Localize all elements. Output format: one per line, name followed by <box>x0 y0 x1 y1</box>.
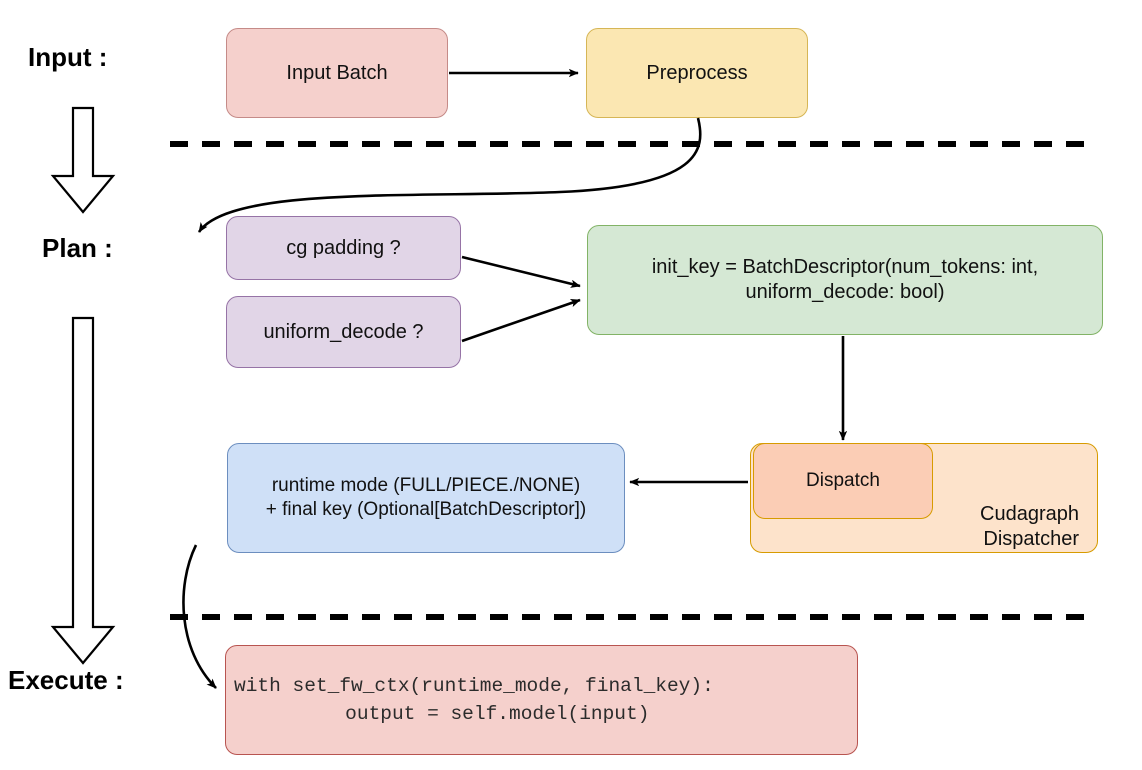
node-uniform-decode[interactable]: uniform_decode ? <box>226 296 461 368</box>
node-runtime-mode[interactable]: runtime mode (FULL/PIECE./NONE) + final … <box>227 443 625 553</box>
node-init-key-line2: uniform_decode: bool) <box>745 281 945 303</box>
node-init-key[interactable]: init_key = BatchDescriptor(num_tokens: i… <box>587 225 1103 335</box>
execute-code-text: with set_fw_ctx(runtime_mode, final_key)… <box>226 672 714 729</box>
node-cg-padding[interactable]: cg padding ? <box>226 216 461 280</box>
node-cudagraph-dispatcher-line1: Cudagraph <box>980 503 1079 525</box>
node-cudagraph-dispatcher-line2: Dispatcher <box>983 528 1079 550</box>
arrow-uniform-decode-to-init-key <box>461 298 581 343</box>
block-arrow-input-to-plan <box>50 106 116 214</box>
node-execute-code[interactable]: with set_fw_ctx(runtime_mode, final_key)… <box>225 645 858 755</box>
stage-label-plan: Plan : <box>42 233 113 263</box>
node-cg-padding-label: cg padding ? <box>286 236 401 259</box>
node-dispatch[interactable]: Dispatch <box>753 443 933 519</box>
stage-label-execute: Execute : <box>8 665 124 695</box>
node-input-batch[interactable]: Input Batch <box>226 28 448 118</box>
node-preprocess[interactable]: Preprocess <box>586 28 808 118</box>
stage-label-input: Input : <box>28 42 108 72</box>
node-runtime-mode-line2: + final key (Optional[BatchDescriptor]) <box>265 499 587 520</box>
node-preprocess-label: Preprocess <box>646 61 748 84</box>
arrow-preprocess-to-cg-padding <box>197 117 702 233</box>
node-dispatch-label: Dispatch <box>806 470 880 492</box>
node-runtime-mode-line1: runtime mode (FULL/PIECE./NONE) <box>271 475 581 497</box>
node-input-batch-label: Input Batch <box>286 61 388 84</box>
execute-code-line1: with set_fw_ctx(runtime_mode, final_key)… <box>234 674 714 697</box>
node-uniform-decode-label: uniform_decode ? <box>263 320 424 343</box>
node-init-key-line1: init_key = BatchDescriptor(num_tokens: i… <box>651 256 1039 278</box>
block-arrow-plan-to-execute <box>50 316 116 665</box>
arrow-cg-padding-to-init-key <box>461 255 581 288</box>
execute-code-line2: output = self.model(input) <box>298 703 650 725</box>
arrow-runtime-mode-to-execute-code <box>182 544 217 689</box>
